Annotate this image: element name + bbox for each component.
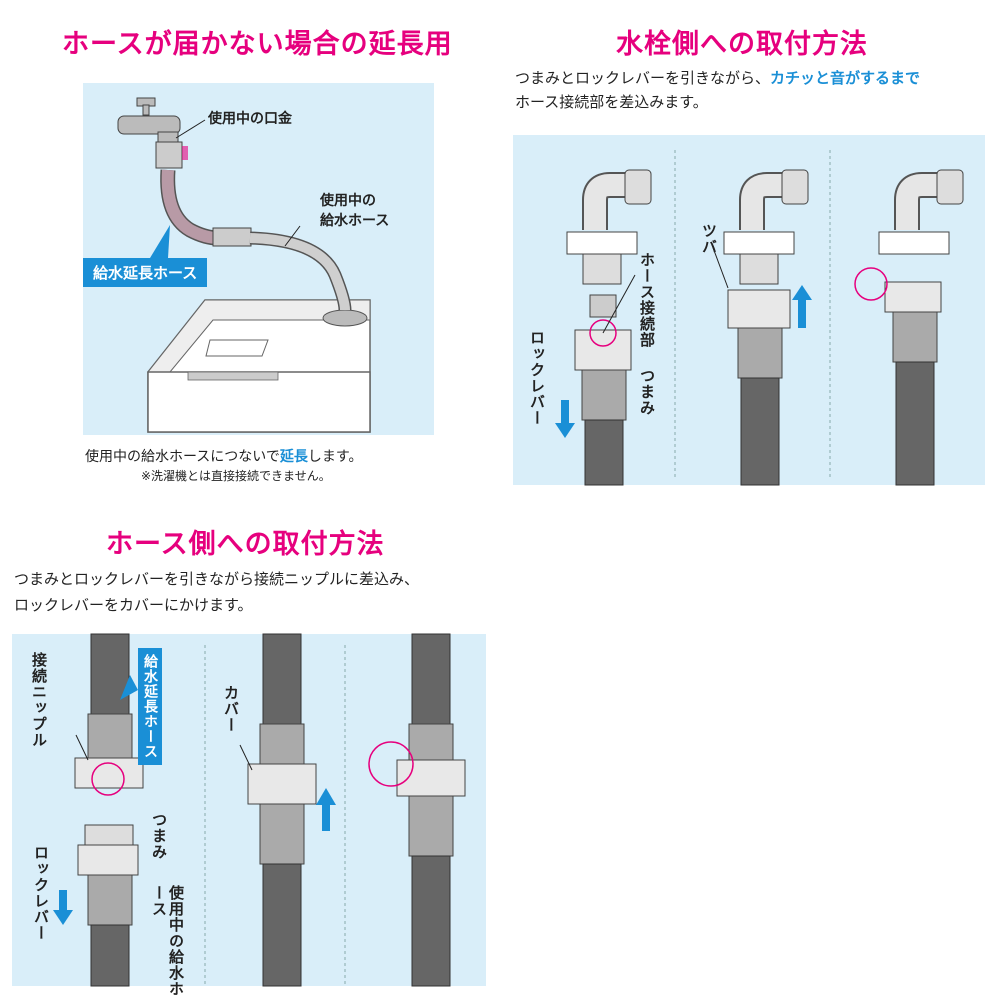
label-cover: カバー (222, 685, 240, 733)
caption-emphasis: 延長 (279, 449, 308, 465)
desc-line1-before: つまみとロックレバーを引きながら、 (515, 69, 771, 87)
label-flange: ツバ (700, 223, 718, 255)
tag-extension-hose: 給水延長ホース (83, 258, 208, 287)
section1-caption: 使用中の給水ホースにつないで延長します。 (85, 446, 363, 466)
label-hose-in-use-line1: 使用中の (320, 193, 376, 209)
section3-desc-line1: つまみとロックレバーを引きながら接続ニップルに差込み、 (14, 570, 420, 588)
section2-title: 水栓側への取付方法 (616, 29, 868, 60)
label-hose-joint: ホース接続部 (638, 252, 656, 348)
section2-panel (513, 135, 985, 485)
caption-after: します。 (307, 449, 363, 465)
section3-title: ホース側への取付方法 (106, 529, 385, 560)
label-knob-stepA: つまみ (150, 812, 168, 860)
label-fitting-in-use: 使用中の口金 (208, 111, 292, 127)
section3-panel (12, 634, 486, 986)
section1-note: ※洗濯機とは直接接続できません。 (141, 469, 331, 483)
section2-desc-line1: つまみとロックレバーを引きながら、カチッと音がするまで (515, 66, 920, 90)
label-lock-lever-stepA: ロックレバー (32, 845, 50, 941)
desc-line1-emphasis: カチッと音がするまで (770, 69, 921, 87)
label-lock-lever-step1: ロックレバー (528, 330, 546, 426)
label-knob-step1: つまみ (638, 368, 656, 416)
section3-desc-line2: ロックレバーをカバーにかけます。 (14, 596, 253, 614)
label-connection-nipple: 接続ニップル (30, 652, 48, 748)
label-hose-in-use-stepA: 使用中の給水ホース (150, 885, 185, 997)
section2-desc-line2: ホース接続部を差込みます。 (515, 93, 708, 111)
tag-extension-hose-vertical: 給水延長ホース (138, 648, 162, 765)
label-hose-in-use-line2: 給水ホース (320, 213, 390, 229)
caption-before: 使用中の給水ホースにつないで (85, 449, 280, 465)
section1-title: ホースが届かない場合の延長用 (62, 29, 453, 60)
